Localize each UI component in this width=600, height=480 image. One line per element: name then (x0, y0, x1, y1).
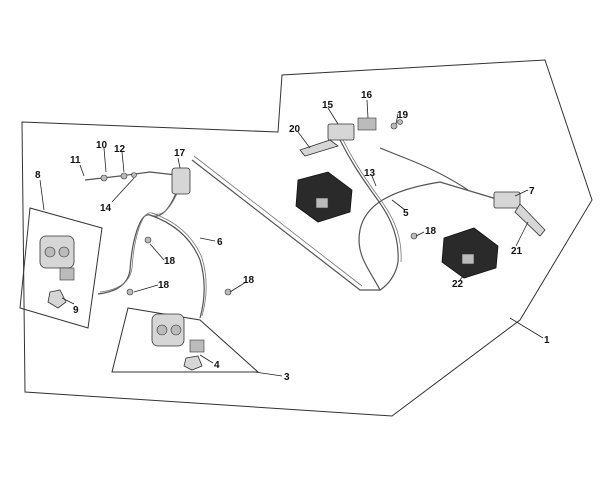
callout-7: 7 (529, 186, 535, 197)
callout-4: 4 (214, 360, 220, 371)
fittings-18 (126, 232, 418, 296)
leader-lines (39, 99, 544, 377)
callout-20: 20 (289, 124, 301, 135)
callout-12: 12 (114, 144, 126, 155)
brake-line-top-left (84, 167, 191, 195)
callout-1: 1 (544, 335, 550, 346)
callout-5: 5 (403, 208, 409, 219)
callout-labels: 1 3 4 5 6 7 8 9 10 11 12 13 14 15 16 17 … (35, 90, 550, 383)
callout-14: 14 (100, 203, 112, 214)
callout-21: 21 (511, 246, 523, 257)
brake-hose-center (191, 139, 501, 291)
master-cylinder-right (493, 191, 546, 237)
callout-18d: 18 (425, 226, 437, 237)
callout-17: 17 (174, 148, 186, 159)
callout-18c: 18 (243, 275, 255, 286)
master-cylinder-left (299, 117, 403, 157)
callout-22: 22 (452, 279, 464, 290)
callout-16: 16 (361, 90, 373, 101)
callout-6: 6 (217, 237, 223, 248)
rear-caliper (151, 313, 205, 371)
modulator-left (295, 171, 353, 223)
front-caliper (39, 235, 75, 309)
callout-15: 15 (322, 100, 334, 111)
callout-19: 19 (397, 110, 409, 121)
callout-13: 13 (364, 168, 376, 179)
callout-8: 8 (35, 170, 41, 181)
callout-10: 10 (96, 140, 108, 151)
callout-11: 11 (70, 155, 81, 166)
modulator-right (441, 227, 499, 279)
brake-junction-17 (171, 167, 191, 195)
callout-18a: 18 (164, 256, 176, 267)
brake-hose-left (97, 185, 207, 319)
assembly-frame-1 (21, 59, 593, 417)
callout-3: 3 (284, 372, 290, 383)
callout-18b: 18 (158, 280, 170, 291)
subframe-front-caliper (19, 207, 103, 329)
callout-9: 9 (73, 305, 79, 316)
